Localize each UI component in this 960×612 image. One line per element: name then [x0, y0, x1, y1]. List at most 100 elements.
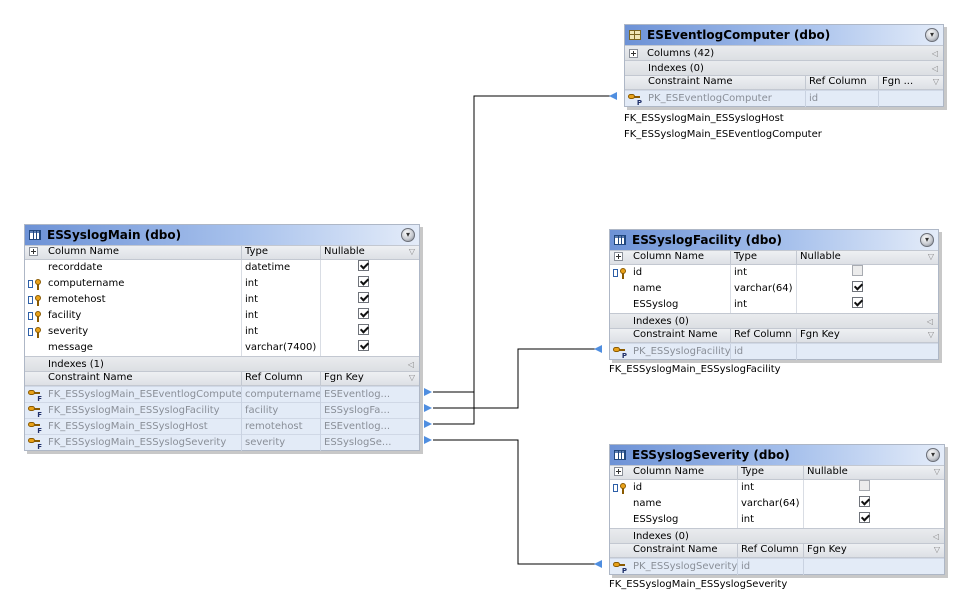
indexes-label: Indexes (0) — [633, 530, 689, 542]
column-header-row: Column Name Type Nullable ▽ — [25, 245, 419, 260]
constraint-fgn-key: ESEventlog... — [320, 386, 402, 403]
column-type: varchar(64) — [730, 281, 796, 297]
nullable-checkbox[interactable] — [851, 297, 863, 308]
column-type: int — [737, 480, 803, 496]
nullable-checkbox[interactable] — [357, 340, 369, 351]
collapse-section-icon[interactable]: ◁ — [931, 48, 938, 58]
table-title-bar[interactable]: ESSyslogFacility (dbo) ▾ — [610, 230, 938, 250]
fk-arrow-host — [424, 420, 432, 428]
indexes-section[interactable]: Indexes (0) ◁ — [625, 60, 943, 75]
pk-arrow-eventlogcomputer — [609, 92, 617, 100]
filter-icon[interactable]: ▽ — [933, 467, 940, 476]
nullable-checkbox[interactable] — [357, 324, 369, 335]
constraint-header-row: Constraint Name Ref Column Fgn Key ▽ — [25, 371, 419, 386]
nullable-checkbox[interactable] — [851, 281, 863, 292]
constraint-ref-column: severity — [241, 434, 320, 451]
filter-icon[interactable]: ▽ — [408, 247, 415, 256]
indexes-section[interactable]: Indexes (0) ◁ — [610, 313, 938, 328]
header-ref-column: Ref Column — [730, 328, 796, 343]
filter-icon[interactable]: ▽ — [932, 77, 939, 86]
filter-icon[interactable]: ▽ — [933, 545, 940, 554]
header-nullable: Nullable — [803, 465, 921, 480]
filter-icon[interactable]: ▽ — [927, 330, 934, 339]
view-icon — [629, 30, 641, 40]
collapse-icon[interactable]: ▾ — [401, 228, 415, 242]
relationship-label: FK_ESSyslogMain_ESSyslogSeverity — [609, 579, 788, 590]
column-header-row: Column Name Type Nullable ▽ — [610, 250, 938, 265]
header-fgn-key: Fgn ... — [878, 75, 926, 90]
expand-plus-icon[interactable] — [629, 48, 638, 58]
fk-constraint-icon: F — [28, 389, 42, 403]
nullable-checkbox[interactable] — [851, 265, 863, 276]
filter-icon[interactable]: ▽ — [927, 252, 934, 261]
collapse-icon[interactable]: ▾ — [925, 28, 939, 42]
nullable-checkbox[interactable] — [858, 496, 870, 507]
filter-icon[interactable]: ▽ — [408, 373, 415, 382]
nullable-checkbox[interactable] — [357, 260, 369, 271]
collapse-icon[interactable]: ▾ — [920, 233, 934, 247]
nullable-checkbox[interactable] — [357, 292, 369, 303]
table-title-bar[interactable]: ESSyslogMain (dbo) ▾ — [25, 225, 419, 245]
table-title-bar[interactable]: ESSyslogSeverity (dbo) ▾ — [610, 445, 944, 465]
expand-plus-icon[interactable] — [29, 246, 38, 256]
header-column-name: Column Name — [48, 246, 119, 257]
indexes-section[interactable]: Indexes (1) ◁ — [25, 356, 419, 371]
table-title-bar[interactable]: ESEventlogComputer (dbo) ▾ — [625, 25, 943, 45]
fk-arrow-eventlogcomputer — [424, 388, 432, 396]
collapse-section-icon[interactable]: ◁ — [931, 63, 938, 73]
header-nullable: Nullable — [320, 245, 402, 260]
column-type: int — [730, 265, 796, 281]
fk-constraint-icon: F — [28, 421, 42, 435]
collapse-section-icon[interactable]: ◁ — [932, 531, 939, 541]
expand-plus-icon[interactable] — [614, 466, 623, 476]
collapse-section-icon[interactable]: ◁ — [407, 359, 414, 369]
nullable-checkbox[interactable] — [357, 308, 369, 319]
header-ref-column: Ref Column — [737, 543, 803, 558]
columns-section[interactable]: Columns (42) ◁ — [625, 45, 943, 60]
table-essyslogfacility[interactable]: ESSyslogFacility (dbo) ▾ Column Name Typ… — [609, 229, 939, 360]
table-essyslogseverity[interactable]: ESSyslogSeverity (dbo) ▾ Column Name Typ… — [609, 444, 945, 575]
primary-key-icon — [613, 482, 627, 494]
nullable-checkbox[interactable] — [858, 480, 870, 491]
indexes-section[interactable]: Indexes (0) ◁ — [610, 528, 944, 543]
header-type: Type — [241, 245, 320, 260]
relationship-line-eventlogcomputer — [433, 95, 616, 393]
collapse-icon[interactable]: ▾ — [926, 448, 940, 462]
column-type: datetime — [241, 260, 320, 276]
indexes-label: Indexes (0) — [633, 315, 689, 327]
constraint-ref-column: facility — [241, 402, 320, 419]
nullable-checkbox[interactable] — [357, 276, 369, 287]
constraint-ref-column: id — [805, 90, 878, 107]
column-type: int — [241, 324, 320, 340]
pk-arrow-facility — [594, 345, 602, 353]
nullable-checkbox[interactable] — [858, 512, 870, 523]
expand-plus-icon[interactable] — [614, 251, 623, 261]
relationship-label: FK_ESSyslogMain_ESSyslogHost — [624, 113, 784, 124]
column-name: message — [48, 342, 93, 353]
collapse-section-icon[interactable]: ◁ — [926, 316, 933, 326]
constraint-fgn-key: ESEventlog... — [320, 418, 402, 435]
table-eseventlogcomputer[interactable]: ESEventlogComputer (dbo) ▾ Columns (42) … — [624, 24, 944, 107]
table-essyslogmain[interactable]: ESSyslogMain (dbo) ▾ Column Name Type Nu… — [24, 224, 420, 451]
column-name: ESSyslog — [633, 514, 679, 525]
